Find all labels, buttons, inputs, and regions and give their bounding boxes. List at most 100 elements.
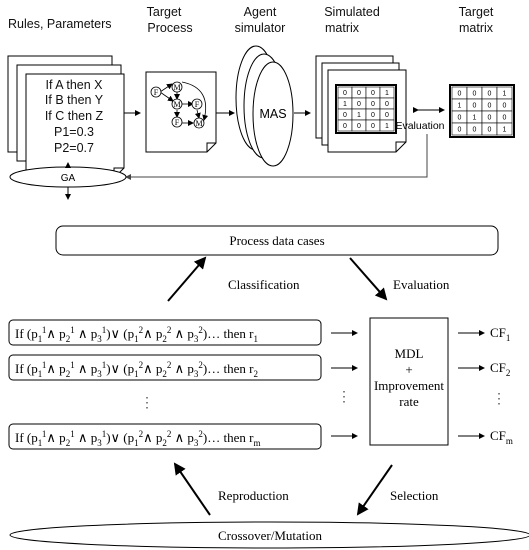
matrix-cell-value: 1 (503, 127, 507, 134)
target-matrix-grid: 0 0 0 1 1 0 0 0 0 1 0 0 0 0 0 1 (449, 84, 515, 138)
matrix-cell-value: 0 (503, 115, 507, 122)
rule-line: If C then Z (45, 109, 104, 123)
header-target-process-1: Target (147, 5, 182, 19)
rule-formula: If (p11∧ p21 ∧ p31)∨ (p12∧ p22 ∧ p32)… t… (15, 429, 260, 448)
rule-formula: If (p11∧ p21 ∧ p31)∨ (p12∧ p22 ∧ p32)… t… (15, 360, 258, 379)
matrix-cell-value: 0 (488, 115, 492, 122)
header-agent-sim-1: Agent (244, 5, 277, 19)
cf-label: CF1 (490, 325, 510, 343)
header-rules: Rules, Parameters (8, 17, 112, 31)
reproduction-label: Reproduction (218, 488, 289, 503)
header-sim-matrix-1: Simulated (324, 5, 380, 19)
matrix-cell-value: 1 (343, 101, 347, 108)
mdl-line: rate (399, 394, 419, 409)
header-sim-matrix-2: matrix (325, 21, 360, 35)
arrow-selection (356, 464, 393, 516)
process-node-label: F (154, 88, 159, 97)
mdl-text: MDL + Improvement rate (374, 346, 444, 409)
matrix-cell-value: 0 (371, 123, 375, 130)
rule-line: P2=0.7 (54, 141, 94, 155)
matrix-cell-value: 0 (385, 101, 389, 108)
process-node-m (171, 98, 183, 110)
crossover-mutation-ellipse (9, 521, 529, 549)
header-target-matrix-2: matrix (459, 21, 494, 35)
matrix-cell-value: 1 (473, 115, 477, 122)
process-node-label: M (173, 100, 180, 109)
process-nodes: F M M F F M (150, 81, 205, 129)
process-node-m (171, 81, 183, 93)
matrix-cell-value: 0 (488, 127, 492, 134)
selection-label: Selection (390, 488, 439, 503)
matrix-cell-value: 0 (488, 91, 492, 98)
rules-document-stack (7, 55, 125, 179)
arrow-evaluation (349, 257, 388, 301)
process-node-f (191, 98, 203, 110)
process-data-cases-label: Process data cases (229, 233, 324, 248)
matrix-cell-value: 1 (385, 90, 389, 97)
matrix-cell (496, 122, 513, 136)
arrow-classification (167, 256, 207, 302)
matrix-cell-value: 0 (473, 103, 477, 110)
matrix-cell-value: 1 (357, 112, 361, 119)
crossover-mutation-label: Crossover/Mutation (218, 528, 322, 543)
process-node-m (193, 117, 205, 129)
evaluation-label: Evaluation (393, 277, 450, 292)
header-agent-sim-2: simulator (235, 21, 286, 35)
ga-label: GA (61, 173, 76, 184)
matrix-cell-value: 0 (371, 112, 375, 119)
rule-line: If B then Y (45, 93, 104, 107)
matrix-cell-value: 0 (385, 112, 389, 119)
matrix-cell-value: 0 (473, 127, 477, 134)
header-target-process-2: Process (147, 21, 192, 35)
process-node-label: M (195, 119, 202, 128)
rules-ellipsis: ⋮ (140, 396, 154, 411)
cf-ellipsis: ⋮ (492, 392, 506, 407)
mdl-line: Improvement (374, 378, 444, 393)
arrows-ellipsis: ⋮ (337, 390, 351, 405)
matrix-cell-value: 0 (458, 91, 462, 98)
process-node-label: M (173, 83, 180, 92)
process-node-label: F (195, 100, 200, 109)
process-data-cases-box (55, 225, 499, 256)
matrix-cell-value: 0 (357, 101, 361, 108)
matrix-cell-value: 0 (357, 123, 361, 130)
matrix-cell-value: 0 (357, 90, 361, 97)
top-headers: Rules, Parameters Target Process Agent s… (8, 5, 494, 35)
evaluation-label-top: Evaluation (395, 120, 444, 132)
cf-labels: CF1 CF2 ⋮ CFm (490, 325, 513, 446)
mdl-line: + (405, 362, 412, 377)
process-node-f (150, 86, 162, 98)
feedback-line (125, 134, 428, 180)
matrix-cell-value: 0 (458, 127, 462, 134)
rules-text: If A then X If B then Y If C then Z P1=0… (45, 78, 104, 155)
process-node-f (171, 116, 183, 128)
mas-label: MAS (259, 107, 286, 121)
cf-label: CFm (490, 428, 513, 446)
mdl-line: MDL (395, 346, 424, 361)
rule-line: P1=0.3 (54, 125, 94, 139)
rule-box: If (p11∧ p21 ∧ p31)∨ (p12∧ p22 ∧ p32)… t… (8, 354, 322, 381)
classification-label: Classification (228, 277, 300, 292)
process-document (145, 71, 217, 153)
cf-label: CF2 (490, 360, 510, 378)
matrix-cell-value: 0 (458, 115, 462, 122)
matrix-cell-value: 1 (503, 91, 507, 98)
mdl-box (369, 317, 449, 446)
process-graph (159, 81, 209, 126)
matrix-cell-value: 0 (503, 103, 507, 110)
rule-box: If (p11∧ p21 ∧ p31)∨ (p12∧ p22 ∧ p32)… t… (8, 319, 322, 346)
matrix-cell-value: 1 (385, 123, 389, 130)
matrix-cell-value: 0 (488, 103, 492, 110)
matrix-cell-value: 0 (343, 112, 347, 119)
matrix-cell-value: 0 (343, 90, 347, 97)
process-node-label: F (175, 118, 180, 127)
mas-ellipse-stack (235, 45, 294, 167)
rule-box: If (p11∧ p21 ∧ p31)∨ (p12∧ p22 ∧ p32)… t… (8, 423, 322, 450)
matrix-cell-value: 0 (473, 91, 477, 98)
arrow-reproduction (173, 462, 211, 516)
matrix-cell-value: 0 (371, 90, 375, 97)
matrix-cell-value: 1 (458, 103, 462, 110)
